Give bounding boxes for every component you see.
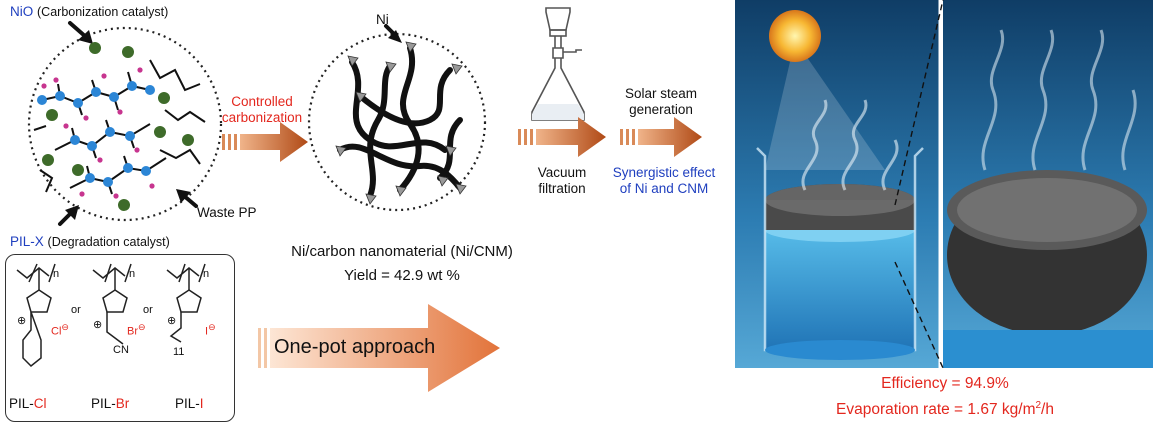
solar-steam-photo (735, 0, 1153, 369)
polymer-chains (33, 59, 206, 195)
ni-label: Ni (376, 12, 389, 27)
pil-br-label: PIL-Br (91, 396, 130, 411)
carbon-nanotubes (337, 45, 463, 199)
sun-icon (769, 10, 821, 62)
cnm-mat-zoom (943, 170, 1153, 368)
cn-group: CN (113, 344, 129, 356)
solar-steam-label: Solar steam generation (606, 86, 716, 118)
anion-i: I⊖ (205, 322, 216, 338)
ni-cnm-illustration (307, 24, 487, 212)
or-text-1: or (71, 304, 81, 316)
alkyl-chain-length: 11 (173, 346, 185, 358)
nio-desc: (Carbonization catalyst) (37, 5, 169, 19)
or-text-2: or (143, 304, 153, 316)
waste-pp-label: Waste PP (197, 205, 257, 220)
steam-right (981, 29, 1137, 171)
product-label: Ni/carbon nanomaterial (Ni/CNM) (291, 243, 513, 260)
cation-cl: ⊕ (17, 315, 27, 327)
controlled-line2: carbonization (221, 110, 303, 125)
synergy-line2: of Ni and CNM (619, 181, 709, 196)
evap-unit: /h (1041, 401, 1054, 419)
pil-structure-labels: n n n ⊕ Cl⊖ or ⊕ Br⊖ CN or ⊕ I⊖ 11 PIL-C… (5, 254, 233, 420)
pilx-text: PIL-X (10, 234, 44, 249)
evap-superscript: 2 (1035, 400, 1042, 411)
pointer-arrows (58, 21, 198, 226)
cation-br: ⊕ (93, 319, 103, 331)
mixture-circle (27, 26, 223, 222)
evap-text: Evaporation rate = 1.67 kg/m (836, 401, 1036, 419)
repeat-n-cl: n (53, 268, 60, 280)
pil-cl-label: PIL-Cl (9, 396, 47, 411)
reaction-mixture-illustration (27, 21, 223, 226)
pil-i-label: PIL-I (175, 396, 204, 411)
process-arrow-3 (620, 117, 702, 157)
filtration-flask-illustration (531, 7, 585, 121)
process-arrow-1 (222, 122, 308, 162)
one-pot-label: One-pot approach (274, 336, 436, 358)
process-arrow-2 (518, 117, 606, 157)
zoom-line-top (894, 0, 944, 206)
controlled-line1: Controlled (231, 94, 293, 109)
synergy-line1: Synergistic effect (612, 165, 716, 180)
beaker (756, 147, 924, 360)
polymer-nodes (37, 81, 155, 187)
repeat-n-br: n (129, 268, 136, 280)
solar-line2: generation (629, 102, 693, 117)
efficiency-label: Efficiency = 94.9% (881, 375, 1009, 392)
vacuum-filtration-label: Vacuum filtration (514, 165, 610, 197)
anion-cl: Cl⊖ (51, 322, 69, 338)
yield-label: Yield = 42.9 wt % (344, 267, 460, 284)
one-pot-arrow (258, 304, 500, 392)
ni-particles (335, 41, 467, 205)
cation-i: ⊕ (167, 315, 177, 327)
vacuum-line1: Vacuum (537, 165, 587, 180)
synergy-label: Synergistic effect of Ni and CNM (600, 165, 728, 197)
anion-br: Br⊖ (127, 322, 146, 338)
evaporation-rate-label: Evaporation rate = 1.67 kg/m2/h (780, 396, 1110, 420)
solar-line1: Solar steam (624, 86, 698, 101)
pilx-label: PIL-X (Degradation catalyst) (10, 234, 170, 250)
steam-left (801, 99, 899, 191)
pilx-desc: (Degradation catalyst) (47, 235, 170, 249)
pil-ions (41, 67, 155, 199)
pil-structures-box (5, 254, 235, 422)
nio-text: NiO (10, 4, 34, 19)
controlled-carbonization-label: Controlled carbonization (212, 94, 312, 126)
pil-structures-drawing (16, 263, 206, 368)
vacuum-line2: filtration (538, 181, 586, 196)
repeat-n-i: n (203, 268, 210, 280)
nio-particles (42, 42, 194, 211)
nio-label: NiO (Carbonization catalyst) (10, 4, 168, 20)
